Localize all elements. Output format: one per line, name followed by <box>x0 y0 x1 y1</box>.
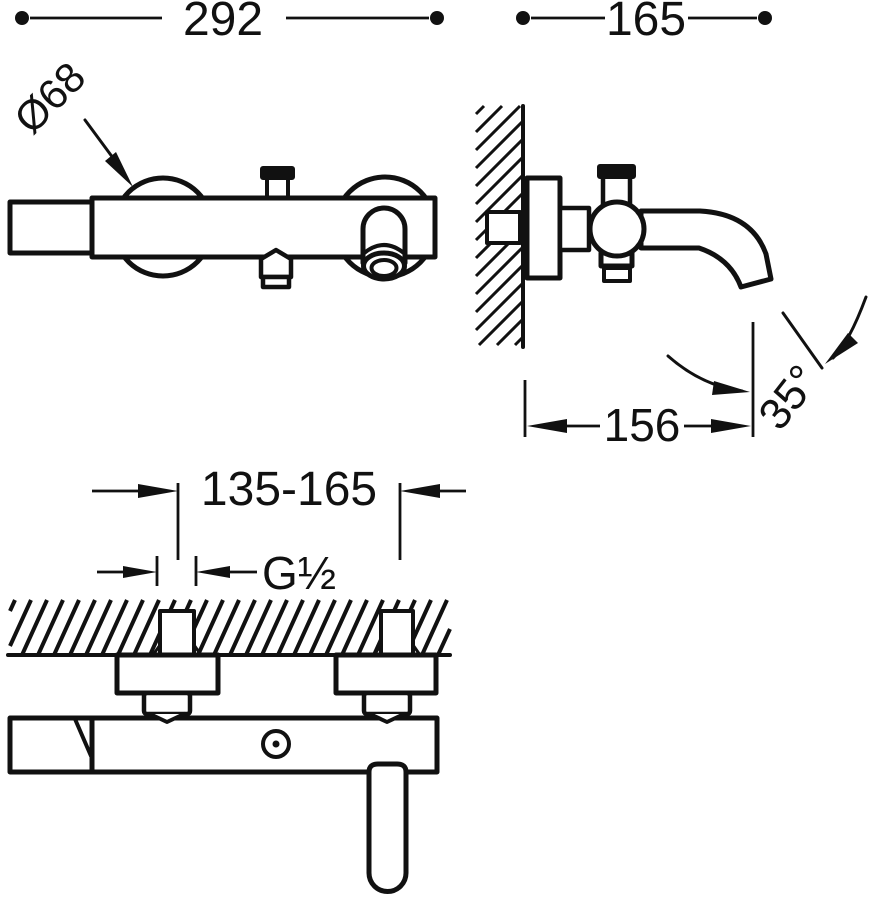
nut-cone-right <box>368 712 406 724</box>
spout-bottom <box>366 761 409 894</box>
eccentric-union-right <box>333 652 439 696</box>
arrowhead-left <box>138 484 178 498</box>
dim-text-135-165: 135-165 <box>201 463 377 516</box>
angle-arc-left <box>666 354 744 393</box>
inlet-pipe-side <box>485 210 522 245</box>
bottom-knob-end <box>602 266 632 283</box>
dimension-spout-angle: 35° <box>666 295 868 439</box>
arrowhead-left <box>527 419 567 433</box>
spout-mouth-inner <box>369 258 399 278</box>
top-knob-cap <box>260 166 295 180</box>
handle-edge-line <box>73 717 93 758</box>
dim-text-g12: G½ <box>262 547 336 599</box>
dimension-escutcheon-diameter: Ø68 <box>5 53 133 187</box>
union-nut-left <box>141 690 193 717</box>
dim-dot <box>516 11 530 25</box>
diverter-knob-cap <box>597 164 636 179</box>
dim-dot <box>758 11 772 25</box>
connector-side <box>557 205 592 253</box>
front-view <box>7 166 438 290</box>
bottom-knob-base <box>260 274 292 290</box>
side-view <box>474 104 774 349</box>
arrowhead-right <box>196 566 230 578</box>
dimension-overall-width: 292 <box>15 0 444 46</box>
dimension-spout-projection: 156 <box>523 322 755 451</box>
arrowhead-right <box>400 484 440 498</box>
dim-dot <box>430 11 444 25</box>
union-nut-right <box>361 690 413 717</box>
inlet-pipe-right <box>379 609 415 657</box>
pipe-flares <box>151 643 422 657</box>
dim-text-292: 292 <box>183 0 263 46</box>
cascade-spout-side <box>638 208 774 290</box>
dim-text-d68: Ø68 <box>5 53 94 142</box>
diverter-pin-center <box>272 740 280 748</box>
arrowhead-right <box>711 419 751 433</box>
nut-cone-left <box>148 712 186 724</box>
arrowhead-left <box>123 566 157 578</box>
dim-text-165: 165 <box>606 0 686 46</box>
valve-body-circle <box>587 199 647 259</box>
eccentric-union-left <box>114 652 221 696</box>
angle-arrowhead-right <box>825 333 858 364</box>
leader-arrowhead <box>105 152 133 187</box>
dimension-inlet-spacing: 135-165 <box>92 463 466 560</box>
dim-text-35deg: 35° <box>749 356 829 439</box>
spout-front-curve <box>361 243 407 256</box>
bottom-knob <box>258 247 294 280</box>
dimension-depth: 165 <box>516 0 772 46</box>
angle-reference-line <box>781 311 824 370</box>
bottom-view <box>6 599 452 894</box>
leader-line <box>83 118 118 164</box>
lever-handle <box>7 199 95 256</box>
dim-text-156: 156 <box>604 399 681 451</box>
dim-dot <box>15 11 29 25</box>
escutcheon-side <box>524 175 563 281</box>
dimension-thread-size: G½ <box>97 547 336 599</box>
angle-arrowhead-left <box>712 381 750 395</box>
inlet-pipe-left <box>158 609 196 657</box>
